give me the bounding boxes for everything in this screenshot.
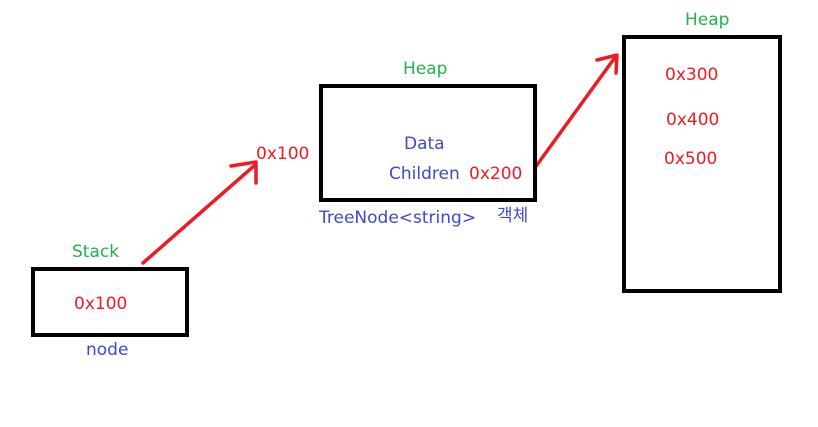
children-heap-item: 0x300 — [665, 65, 719, 85]
treenode-field-children: Children — [389, 164, 460, 184]
treenode-pointer: 0x100 — [256, 144, 310, 164]
treenode-children-value: 0x200 — [469, 164, 523, 184]
treenode-type-label: TreeNode<string> — [319, 208, 477, 228]
children-heap-title: Heap — [685, 10, 730, 30]
treenode-box — [319, 84, 537, 202]
stack-title: Stack — [72, 242, 120, 262]
treenode-heap-title: Heap — [403, 59, 448, 79]
children-heap-box — [622, 35, 782, 293]
children-heap-item: 0x400 — [666, 110, 720, 130]
stack-to-treenode-arrow — [141, 163, 257, 265]
stack-box — [31, 267, 189, 337]
treenode-field-data: Data — [404, 134, 445, 154]
stack-var-name: node — [86, 340, 129, 360]
treenode-object-suffix: 객체 — [497, 206, 529, 226]
stack-value: 0x100 — [74, 294, 128, 314]
children-to-heap-arrow — [532, 54, 618, 171]
stack-to-treenode-arrowhead — [229, 160, 258, 185]
children-heap-item: 0x500 — [664, 149, 718, 169]
children-to-heap-arrowhead — [595, 53, 619, 75]
